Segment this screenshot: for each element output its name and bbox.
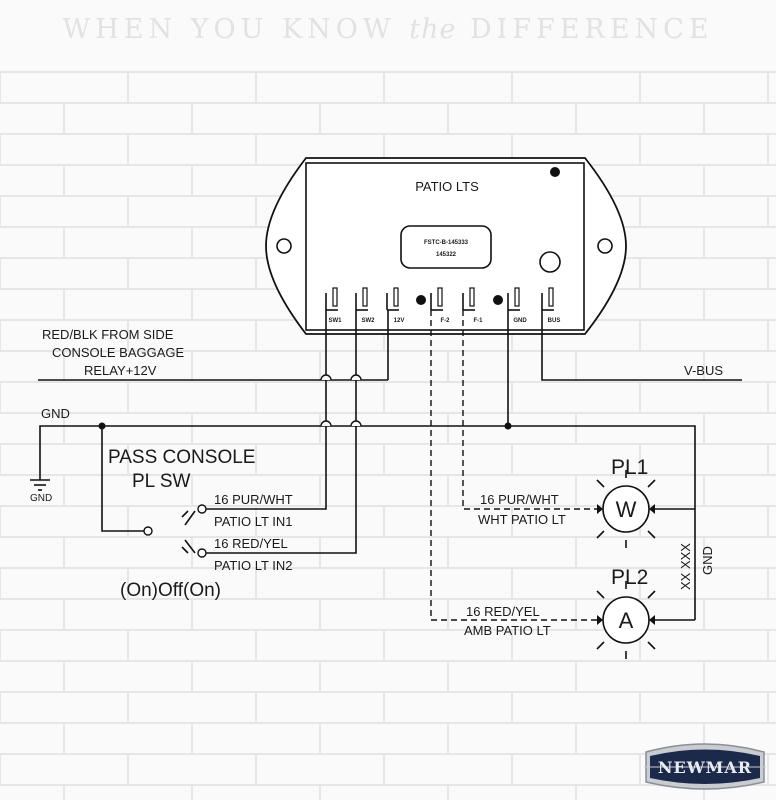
terminal-dot-1 — [416, 295, 426, 305]
terminal-12v-blade — [393, 287, 399, 307]
switch-wire1-label-line2: PATIO LT IN1 — [214, 514, 293, 529]
gnd-wire-code-label: XX XXX — [678, 543, 693, 590]
switch-wire1-label-line1: 16 PUR/WHT — [214, 492, 293, 507]
pl1-wire-label-line2: WHT PATIO LT — [478, 512, 566, 527]
part-number-label-box — [400, 225, 492, 269]
lamp-pl1-name: PL1 — [611, 456, 648, 479]
part-number-line1: FSTC-B-145333 — [424, 240, 469, 246]
terminal-gnd-label: GND — [513, 318, 527, 324]
switch-contact-in2 — [197, 548, 207, 558]
mount-hole-right — [597, 238, 613, 254]
switch-in2-wire — [206, 310, 357, 554]
crossover-hop-1 — [320, 374, 332, 381]
crossover-hop-3 — [320, 420, 332, 427]
module-inner-panel — [305, 162, 585, 331]
switch-actuator-mark-2 — [181, 546, 189, 554]
terminal-f1-label: F-1 — [474, 318, 484, 324]
switch-in1-wire — [206, 310, 327, 510]
switch-contact-in1 — [197, 504, 207, 514]
part-number-line2: 145322 — [436, 252, 457, 258]
lamp-pl2-letter: A — [619, 608, 634, 633]
power-source-label-line3: RELAY+12V — [84, 363, 157, 378]
terminal-f1: F-1 — [462, 287, 484, 324]
lamp-pl2-name: PL2 — [611, 566, 648, 589]
terminal-gnd: GND — [507, 287, 527, 324]
terminal-sw2: SW2 — [355, 287, 375, 324]
switch-mode-label: (On)Off(On) — [120, 580, 221, 601]
lamp-pl2-rays — [596, 581, 656, 659]
tagline-prefix: WHEN YOU KNOW — [62, 14, 410, 45]
crossover-hop-2 — [350, 374, 362, 381]
tagline-italic: the — [409, 14, 457, 45]
pl2-wire-label-line2: AMB PATIO LT — [464, 623, 551, 638]
logo-text: NEWMAR — [658, 758, 752, 777]
newmar-logo: NEWMAR — [644, 743, 766, 790]
ground-symbol-label: GND — [30, 493, 52, 504]
terminal-12v: 12V — [386, 287, 405, 324]
switch-actuator-mark-1 — [181, 510, 189, 518]
gnd-wire-name-label: GND — [700, 546, 715, 575]
power-source-label-line2: CONSOLE BAGGAGE — [52, 345, 185, 360]
switch-lever-up — [184, 510, 196, 526]
f1-output-wire — [462, 310, 602, 510]
vbus-wire — [541, 310, 742, 381]
ground-symbol — [30, 479, 50, 491]
terminal-dot-2 — [493, 295, 503, 305]
power-wiring: RED/BLK FROM SIDE CONSOLE BAGGAGE RELAY+… — [38, 310, 742, 381]
switch-wire2-label-line2: PATIO LT IN2 — [214, 558, 293, 573]
patio-lights-module: PATIO LTS FSTC-B-145333 145322 SW1 SW2 — [265, 157, 627, 335]
terminal-bus: BUS — [541, 287, 561, 324]
ground-bus-wire — [39, 425, 696, 620]
terminal-sw2-label: SW2 — [361, 318, 375, 324]
power-source-label-line1: RED/BLK FROM SIDE — [42, 327, 174, 342]
terminal-f1-blade — [469, 287, 475, 307]
tagline-suffix: DIFFERENCE — [456, 14, 714, 45]
module-title: PATIO LTS — [415, 179, 479, 194]
terminal-sw1-blade — [332, 287, 338, 307]
lamp-pl1-left-socket — [597, 504, 603, 514]
lamp-pl2: A PL2 — [596, 566, 695, 659]
lamp-pl2-right-socket — [649, 615, 655, 625]
ground-bus-label: GND — [41, 406, 70, 421]
output-wiring: 16 PUR/WHT WHT PATIO LT 16 RED/YEL AMB P… — [430, 310, 602, 638]
lamp-pl1-rays — [596, 470, 656, 548]
pass-console-switch: PASS CONSOLE PL SW (On)Off(On) 16 PUR/WH… — [101, 310, 362, 601]
switch-common-contact — [143, 526, 153, 536]
pl1-wire-label-line1: 16 PUR/WHT — [480, 492, 559, 507]
adjust-knob — [539, 251, 561, 273]
terminal-f2: F-2 — [430, 287, 451, 324]
switch-title-line1: PASS CONSOLE — [108, 447, 255, 468]
terminal-f2-label: F-2 — [441, 318, 451, 324]
terminal-gnd-blade — [514, 287, 520, 307]
vbus-label: V-BUS — [684, 363, 723, 378]
terminal-sw1: SW1 — [325, 287, 342, 324]
terminal-sw2-blade — [362, 287, 368, 307]
f2-output-wire — [430, 310, 602, 621]
terminal-12v-label: 12V — [394, 318, 405, 324]
pl2-wire-label-line1: 16 RED/YEL — [466, 604, 540, 619]
gnd-junction-dot — [504, 422, 512, 430]
switch-common-wire — [101, 426, 144, 532]
crossover-hop-4 — [350, 420, 362, 427]
switch-wire2-label-line1: 16 RED/YEL — [214, 536, 288, 551]
lamp-pl1-right-socket — [649, 504, 655, 514]
terminal-sw1-label: SW1 — [328, 318, 342, 324]
switch-title-line2: PL SW — [132, 471, 190, 492]
lamp-pl2-left-socket — [597, 615, 603, 625]
switch-lever-down — [184, 539, 196, 554]
indicator-dot — [550, 167, 560, 177]
ground-bus: GND GND XX XXX GND — [30, 310, 715, 620]
gnd-wire-code: XX XXX GND — [678, 543, 715, 590]
tagline-header: WHEN YOU KNOW the DIFFERENCE — [0, 14, 776, 45]
lamp-pl1: W PL1 — [596, 456, 695, 548]
terminal-f2-blade — [437, 287, 443, 307]
terminal-bus-label: BUS — [548, 318, 561, 324]
terminal-bus-blade — [548, 287, 554, 307]
lamp-pl1-letter: W — [616, 497, 637, 522]
mount-hole-left — [276, 238, 292, 254]
